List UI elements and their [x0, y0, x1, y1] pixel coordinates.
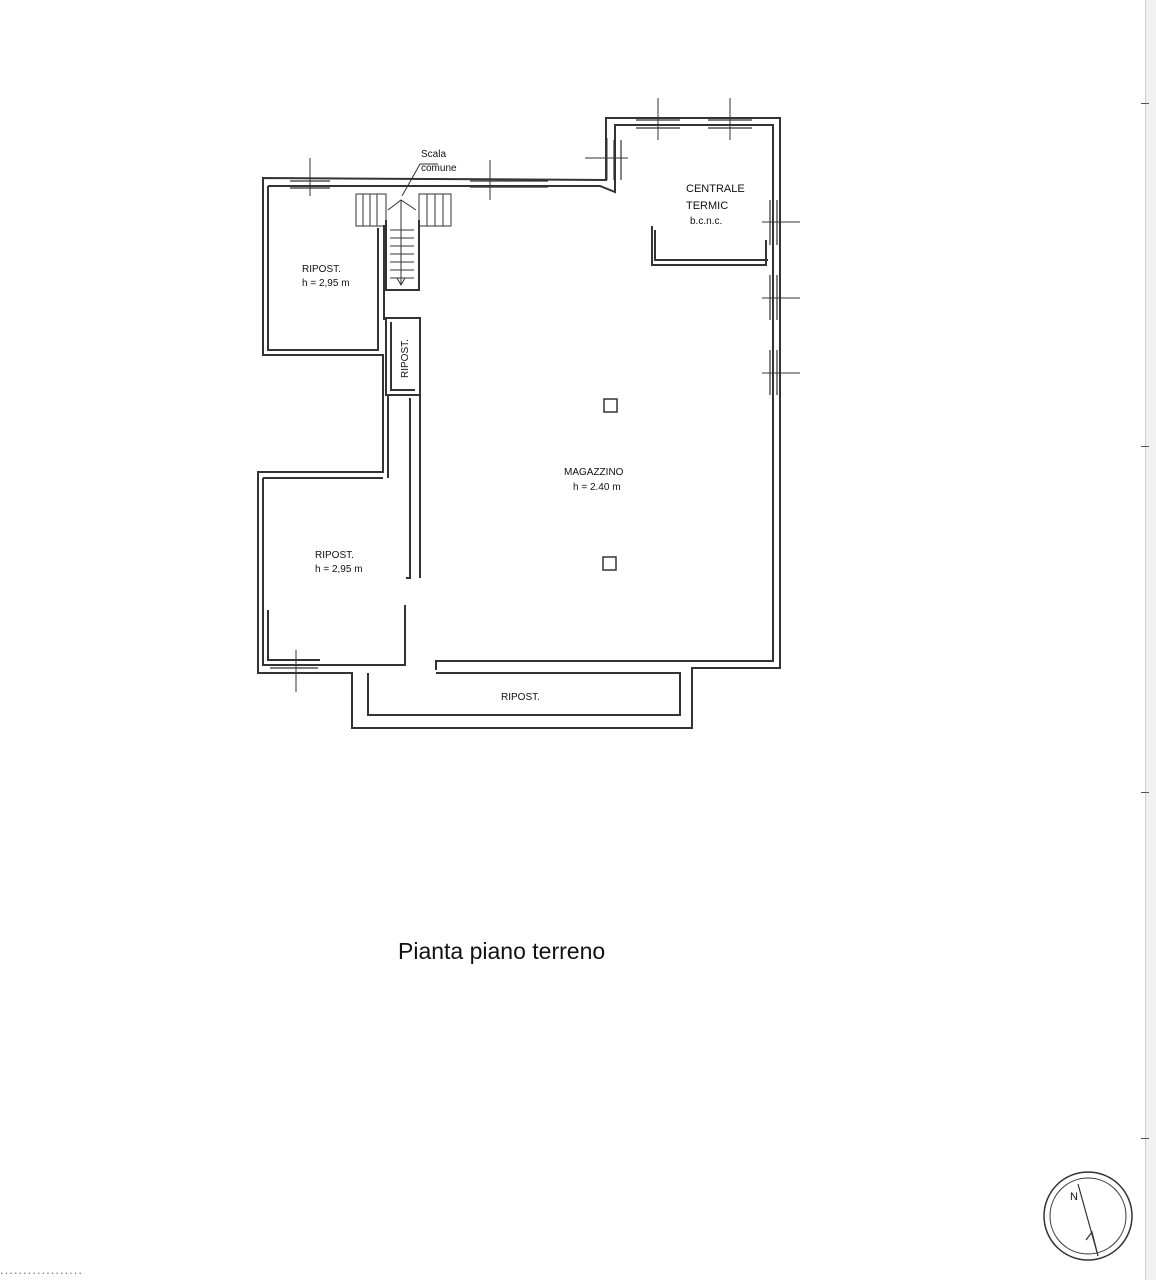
centrale-wall-inner: [654, 230, 768, 261]
corridor-wall: [387, 395, 421, 579]
stair-wall: [385, 220, 420, 291]
magazzino-height: h = 2.40 m: [573, 482, 621, 493]
ripost-top-label: RIPOST.: [302, 264, 341, 275]
ripost-narrow-label: RIPOST.: [400, 339, 411, 378]
outer-wall: [257, 117, 781, 729]
margin-tick: [1141, 1138, 1149, 1139]
ripost-top-height: h = 2,95 m: [302, 278, 350, 289]
north-compass-icon: N: [1043, 1171, 1133, 1261]
page-title: Pianta piano terreno: [398, 938, 606, 964]
ripost-strip-label: RIPOST.: [501, 692, 540, 703]
centrale-label-2: TERMIC: [686, 200, 728, 212]
column-marker: [603, 398, 618, 413]
stair-label-sub: comune: [421, 163, 457, 174]
column-marker: [602, 556, 617, 571]
ripost-bottom-height: h = 2,95 m: [315, 564, 363, 575]
margin-tick: [1141, 446, 1149, 447]
ripost-narrow-inner: [390, 322, 415, 391]
compass-letter: N: [1070, 1191, 1078, 1203]
footer-code: ..................: [0, 1262, 84, 1277]
centrale-label-3: b.c.n.c.: [690, 216, 722, 227]
inner-wall: [268, 124, 774, 670]
page-edge: [1145, 0, 1156, 1280]
centrale-label: CENTRALE: [686, 183, 745, 195]
centrale-wall: [651, 226, 767, 266]
ripost-strip-wall: [367, 672, 681, 716]
stair-label: Scala: [421, 149, 446, 160]
margin-tick: [1141, 792, 1149, 793]
margin-tick: [1141, 103, 1149, 104]
ripost-top-wall: [267, 186, 379, 351]
magazzino-label: MAGAZZINO: [564, 467, 624, 478]
ripost-bottom-label: RIPOST.: [315, 550, 354, 561]
